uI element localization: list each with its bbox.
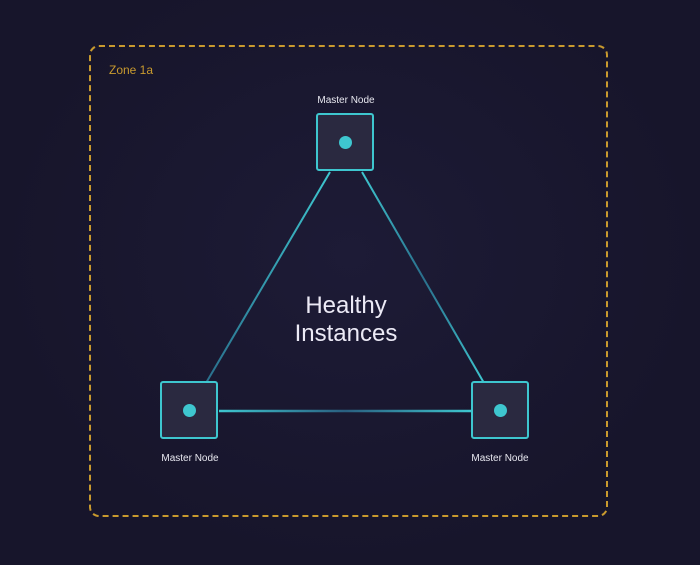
node-label-bottom-left: Master Node: [161, 453, 219, 464]
node-label-top: Master Node: [317, 95, 375, 106]
cluster-status-line-2: Instances: [294, 320, 398, 347]
master-node-top[interactable]: [316, 113, 374, 171]
master-node-bottom-left[interactable]: [160, 381, 218, 439]
node-status-dot: [338, 135, 352, 149]
cluster-status-line-1: Healthy: [305, 292, 387, 319]
node-label-bottom-right: Master Node: [471, 453, 529, 464]
link-top-to-bottom-left: [205, 171, 331, 384]
availability-zone-boundary: [89, 45, 608, 517]
master-node-bottom-right[interactable]: [471, 381, 529, 439]
cluster-status-label: Healthy Instances: [246, 292, 446, 348]
zone-label: Zone 1a: [109, 63, 154, 77]
link-top-to-bottom-right: [361, 171, 485, 384]
node-status-dot: [182, 403, 196, 417]
node-status-dot: [493, 403, 507, 417]
